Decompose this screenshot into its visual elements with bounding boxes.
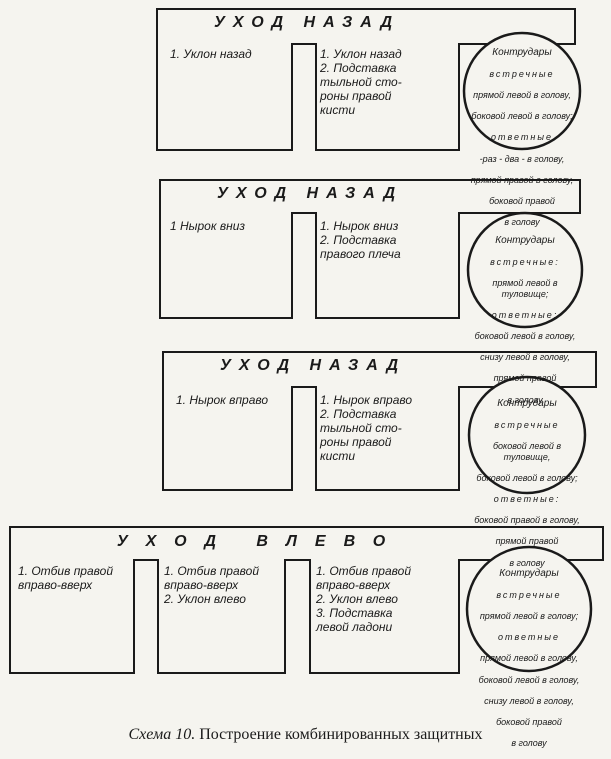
block-1-title: УХОД НАЗАД [213,14,400,31]
block-4-counter-punches: Контрудары встречные прямой левой в голо… [478,567,580,749]
caption-label: Схема 10. [128,726,196,743]
block-3-frame [162,351,597,491]
block-4-step-middle: 1. Отбив правой вправо-вверх 2. Уклон вл… [164,564,259,606]
block-3-circle [467,375,587,495]
block-1-step-middle: 1. Уклон назад 2. Подставка тыльной сто-… [320,47,402,117]
block-2-title: УХОД НАЗАД [216,185,403,202]
block-4-step-left: 1. Отбив правой вправо-вверх [18,564,113,592]
block-3-step-middle: 1. Нырок вправо 2. Подставка тыльной сто… [320,393,413,463]
block-2-counter-punches: Контрудары встречные: прямой левой в тул… [474,234,576,405]
block-1-step-left: 1. Уклон назад [170,47,252,61]
block-1-frame [156,8,576,151]
block-1-circle [462,31,582,151]
caption-text: Построение комбинированных защитных [199,726,483,743]
block-2-step-middle: 1. Нырок вниз 2. Подставка правого плеча [320,219,401,261]
block-2-frame [159,179,581,319]
block-4-circle [465,545,593,673]
block-4-title: УХОД ВЛЕВО [116,533,404,550]
block-3-step-left: 1. Нырок вправо [176,393,269,407]
block-4-step-right: 1. Отбив правой вправо-вверх 2. Уклон вл… [316,564,411,634]
block-2-step-left: 1 Нырок вниз [170,219,245,233]
block-3-title: УХОД НАЗАД [219,357,406,374]
figure-caption: Схема 10. Построение комбинированных защ… [0,726,611,744]
block-2-circle [466,211,584,329]
block-1-counter-punches: Контрудары встречные прямой левой в голо… [470,46,574,228]
block-3-counter-punches: Контрудары встречные боковой левой в тул… [474,397,580,568]
